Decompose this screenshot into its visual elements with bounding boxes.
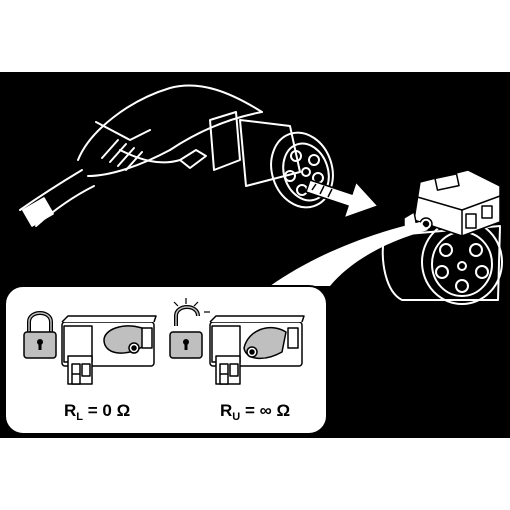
locked-state-panel: RL = 0 Ω bbox=[23, 311, 157, 423]
lock-actuator-unlocked-detail bbox=[209, 315, 305, 385]
locked-resistance-label: RL = 0 Ω bbox=[64, 401, 130, 423]
unlocked-resistance-label: RU = ∞ Ω bbox=[220, 401, 290, 423]
resistor-subscript: U bbox=[232, 411, 240, 423]
lock-actuator-icon bbox=[403, 169, 501, 237]
insertion-arrow-icon bbox=[305, 179, 380, 220]
padlock-open-icon bbox=[169, 298, 210, 359]
resistance-value: = 0 Ω bbox=[83, 401, 130, 420]
resistor-symbol: R bbox=[64, 401, 76, 420]
resistance-value: = ∞ Ω bbox=[240, 401, 290, 420]
zoom-callout bbox=[270, 222, 428, 286]
resistor-symbol: R bbox=[220, 401, 232, 420]
unlock-sparkle-icon bbox=[173, 298, 210, 313]
resistor-subscript: L bbox=[76, 411, 83, 423]
unlocked-state-panel: RU = ∞ Ω bbox=[169, 298, 305, 423]
lock-actuator-locked-detail bbox=[61, 315, 157, 385]
padlock-closed-icon bbox=[23, 311, 57, 359]
charging-plug-icon bbox=[19, 84, 334, 227]
